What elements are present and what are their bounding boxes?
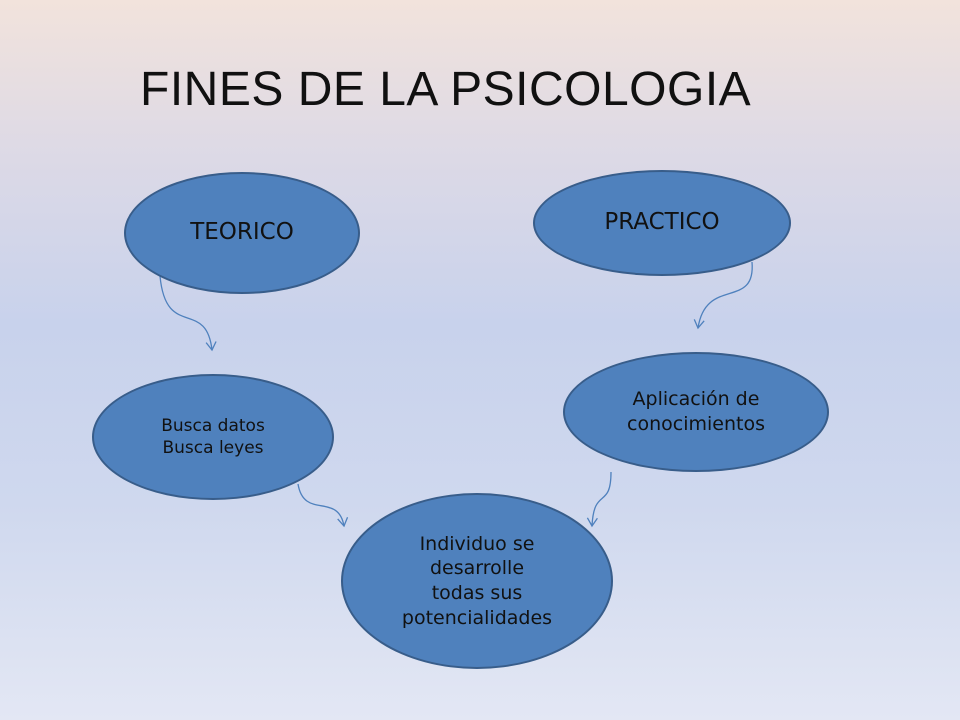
node-individuo: Individuo se desarrolle todas sus potenc… (341, 493, 613, 669)
node-teorico: TEORICO (124, 172, 360, 294)
node-teorico-label: TEORICO (190, 219, 294, 246)
node-busca-label: Busca datos Busca leyes (161, 415, 265, 458)
arrow-busca-to-individuo (297, 483, 349, 528)
node-practico-label: PRACTICO (604, 209, 720, 236)
node-busca: Busca datos Busca leyes (92, 374, 334, 500)
node-individuo-label: Individuo se desarrolle todas sus potenc… (401, 532, 553, 629)
arrow-practico-to-aplicacion (693, 261, 753, 330)
node-practico: PRACTICO (533, 170, 791, 276)
node-aplicacion-label: Aplicación de conocimientos (627, 388, 765, 435)
arrow-aplicacion-to-individuo (586, 471, 612, 528)
arrow-teorico-to-busca (159, 275, 217, 352)
slide-title: FINES DE LA PSICOLOGIA (140, 63, 752, 116)
node-aplicacion: Aplicación de conocimientos (563, 352, 829, 472)
